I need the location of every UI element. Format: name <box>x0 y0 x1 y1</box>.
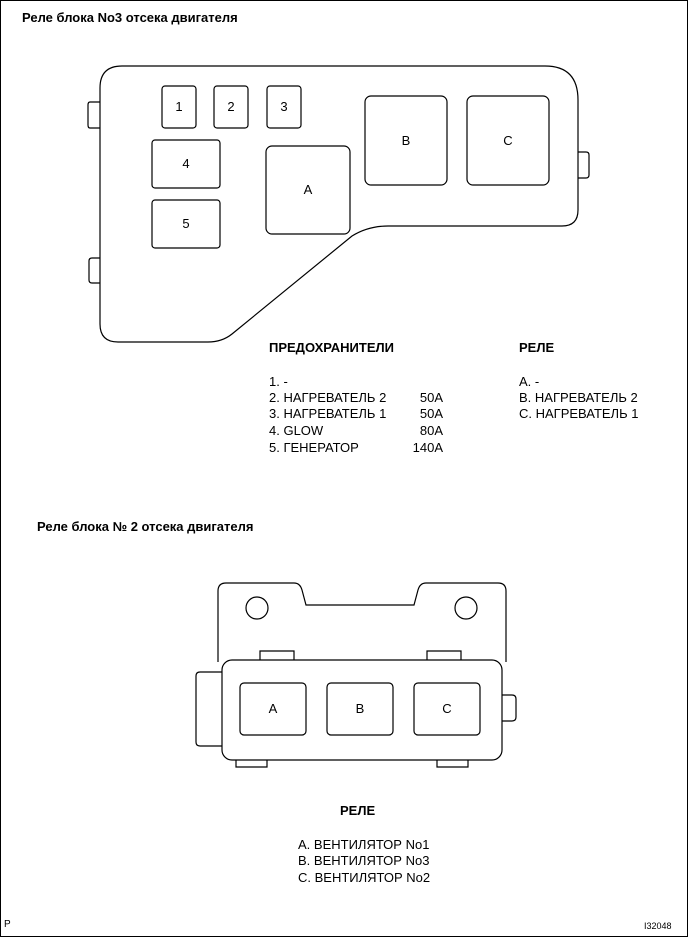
block3-relay-a <box>265 145 351 235</box>
block3-relays-heading: РЕЛЕ <box>519 340 555 355</box>
block3-label-3: 3 <box>280 99 287 114</box>
block2-relay-b <box>326 682 394 736</box>
block3-label-5: 5 <box>182 216 189 231</box>
block3-housing <box>87 65 590 343</box>
block3-relay-c <box>466 95 550 186</box>
block3-label-b: B <box>402 133 411 148</box>
block2-relay-item-c: C. ВЕНТИЛЯТОР No2 <box>298 870 431 885</box>
fuses-heading: ПРЕДОХРАНИТЕЛИ <box>269 340 394 355</box>
block3-fuse-3 <box>266 85 302 129</box>
footer-left-mark: P <box>4 919 11 930</box>
fuse-item-2: 2. НАГРЕВАТЕЛЬ 2 <box>269 390 387 405</box>
block2-relay-a <box>239 682 307 736</box>
block3-fuse-5 <box>151 199 221 249</box>
fuse-amp-2: 50A <box>419 390 443 405</box>
fuse-item-5: 5. ГЕНЕРАТОР <box>269 440 359 455</box>
fuse-amp-4: 80A <box>419 423 443 438</box>
block2-housing <box>195 582 517 768</box>
block3-label-a: A <box>304 182 313 197</box>
block3-label-1: 1 <box>175 99 182 114</box>
block3-relay-item-c: C. НАГРЕВАТЕЛЬ 1 <box>519 406 639 421</box>
block2-relay-item-b: B. ВЕНТИЛЯТОР No3 <box>298 853 430 868</box>
fuse-amp-5: 140A <box>412 440 443 455</box>
block2-relays-heading: РЕЛЕ <box>340 803 376 818</box>
block3-fuse-1 <box>161 85 197 129</box>
block3-fuse-2 <box>213 85 249 129</box>
fuse-item-1: 1. - <box>269 374 288 389</box>
block2-title: Реле блока № 2 отсека двигателя <box>37 519 254 534</box>
figure-id: I32048 <box>644 921 672 931</box>
block3-relay-item-a: A. - <box>519 374 540 389</box>
block2-relay-c <box>413 682 481 736</box>
block3-label-2: 2 <box>227 99 234 114</box>
fuse-amp-3: 50A <box>419 406 443 421</box>
block2-label-c: C <box>442 701 451 716</box>
block2-label-a: A <box>269 701 278 716</box>
block3-relay-item-b: B. НАГРЕВАТЕЛЬ 2 <box>519 390 638 405</box>
block3-label-c: C <box>503 133 512 148</box>
block2-relay-item-a: A. ВЕНТИЛЯТОР No1 <box>298 837 430 852</box>
fuse-item-3: 3. НАГРЕВАТЕЛЬ 1 <box>269 406 387 421</box>
block3-title: Реле блока No3 отсека двигателя <box>22 10 238 25</box>
block3-relay-b <box>364 95 448 186</box>
block3-fuse-4 <box>151 139 221 189</box>
block3-label-4: 4 <box>182 156 189 171</box>
fuse-item-4: 4. GLOW <box>269 423 324 438</box>
block2-label-b: B <box>356 701 365 716</box>
